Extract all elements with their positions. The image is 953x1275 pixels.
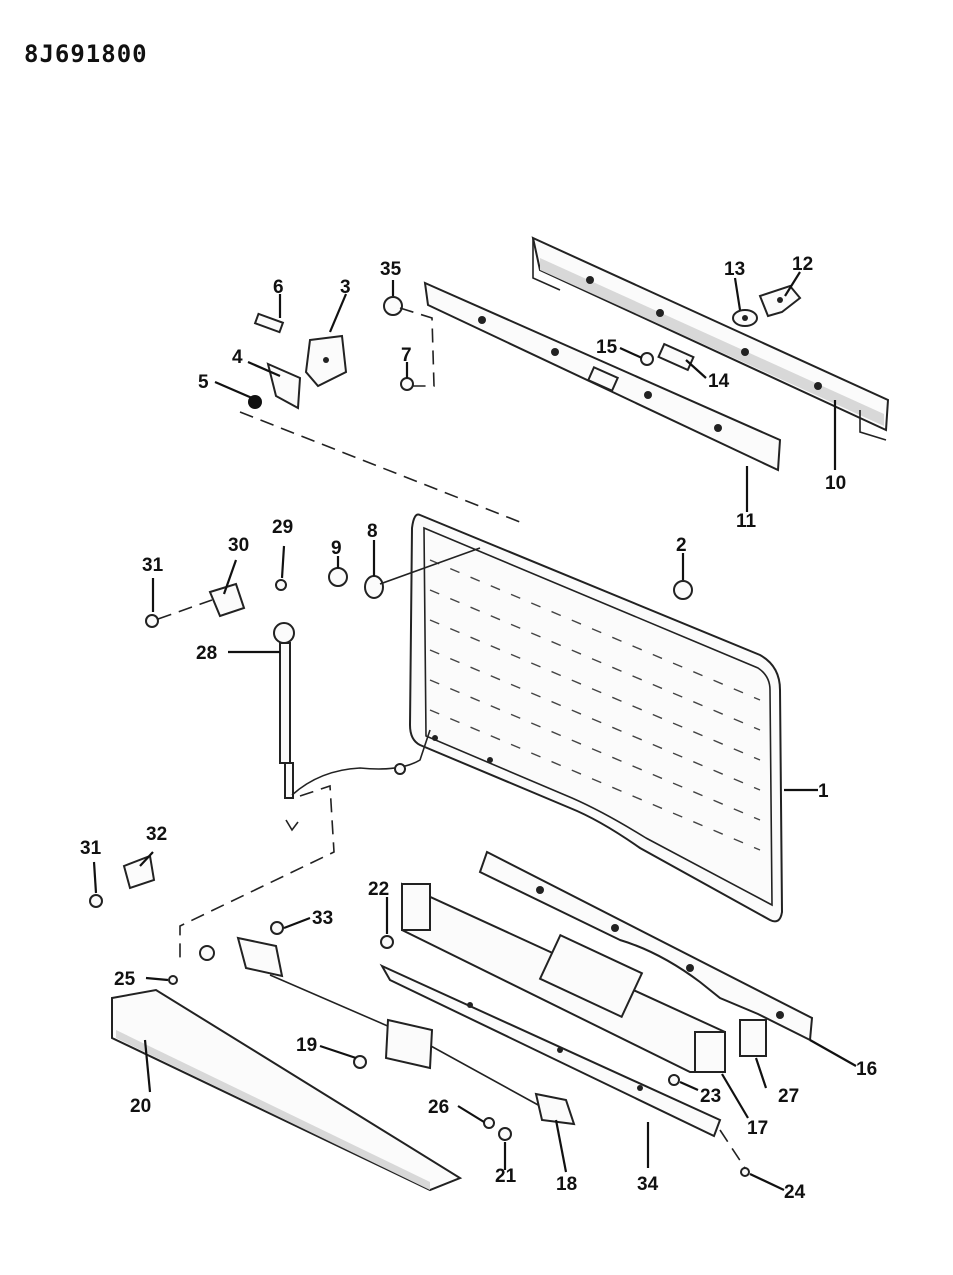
part-1-rear-window (408, 513, 784, 923)
part-11-reinforcement-strip (423, 281, 782, 472)
callout-32: 32 (146, 824, 167, 845)
part-35-fastener (383, 296, 403, 316)
part-16-lower-panel (478, 850, 814, 1042)
callout-4: 4 (232, 347, 243, 368)
callout-24: 24 (784, 1182, 806, 1203)
part-10-upper-rail (531, 236, 890, 441)
callout-33: 33 (312, 908, 333, 929)
callout-16: 16 (856, 1059, 877, 1080)
part-19-bolt (353, 1055, 367, 1069)
part-4-bracket (266, 362, 302, 410)
callout-11: 11 (736, 511, 757, 532)
part-31-bolt-lower (89, 894, 103, 908)
callout-12: 12 (792, 254, 813, 275)
callout-28: 28 (196, 643, 217, 664)
callout-25: 25 (114, 969, 136, 990)
part-12-latch (758, 284, 802, 318)
part-6-pin (253, 312, 285, 334)
part-24-screw (740, 1167, 750, 1177)
callout-18: 18 (556, 1174, 577, 1195)
callout-3: 3 (340, 277, 351, 298)
part-31-bolt-upper (145, 614, 159, 628)
part-29-screw (275, 579, 287, 591)
callout-13: 13 (724, 259, 745, 280)
part-17-latch-housing (401, 882, 726, 1073)
callout-26: 26 (428, 1097, 449, 1118)
callout-10: 10 (825, 473, 846, 494)
part-7-bolt (400, 377, 414, 391)
callout-22: 22 (368, 879, 389, 900)
leader-lines (92, 271, 857, 1191)
part-32-bracket (122, 854, 156, 890)
handle-assembly (199, 936, 284, 978)
callout-7: 7 (401, 345, 412, 366)
release-plate (384, 1018, 434, 1070)
callout-5: 5 (198, 372, 209, 393)
part-9-nut (328, 567, 348, 587)
callout-31-upper: 31 (142, 555, 164, 576)
part-25-screw (168, 975, 178, 985)
part-21-rivet (498, 1127, 512, 1141)
callout-34: 34 (637, 1174, 659, 1195)
callout-9: 9 (331, 538, 342, 559)
part-27-plate (739, 1019, 767, 1057)
part-13-washer (732, 309, 758, 327)
diagram-code: 8J691800 (24, 40, 148, 68)
callout-17: 17 (747, 1118, 768, 1139)
part-28-gas-strut (273, 622, 295, 799)
callout-14: 14 (708, 371, 730, 392)
part-14-plate (657, 342, 695, 372)
callout-19: 19 (296, 1035, 317, 1056)
callout-labels: 1 2 3 4 5 6 7 8 9 10 11 12 13 14 15 16 1… (80, 254, 877, 1203)
callout-27: 27 (778, 1086, 799, 1107)
part-23-screw (668, 1074, 680, 1086)
part-18-handle (534, 1092, 576, 1126)
part-15-nut (640, 352, 654, 366)
callout-20: 20 (130, 1096, 151, 1117)
part-3-hinge (304, 334, 348, 388)
callout-2: 2 (676, 535, 687, 556)
callout-6: 6 (273, 277, 284, 298)
part-34-lower-rail (379, 963, 722, 1138)
callout-30: 30 (228, 535, 249, 556)
part-26-screw (483, 1117, 495, 1129)
callout-29: 29 (272, 517, 293, 538)
part-33-screw (270, 921, 284, 935)
callout-1: 1 (818, 781, 829, 802)
part-22-screw (380, 935, 394, 949)
callout-15: 15 (596, 337, 618, 358)
callout-35: 35 (380, 259, 402, 280)
part-20-trim-panel (111, 988, 463, 1192)
callout-31-lower: 31 (80, 838, 102, 859)
callout-23: 23 (700, 1086, 721, 1107)
part-2-grommet (673, 580, 693, 600)
callout-21: 21 (495, 1166, 517, 1187)
part-8-washer (364, 575, 384, 599)
callout-8: 8 (367, 521, 378, 542)
